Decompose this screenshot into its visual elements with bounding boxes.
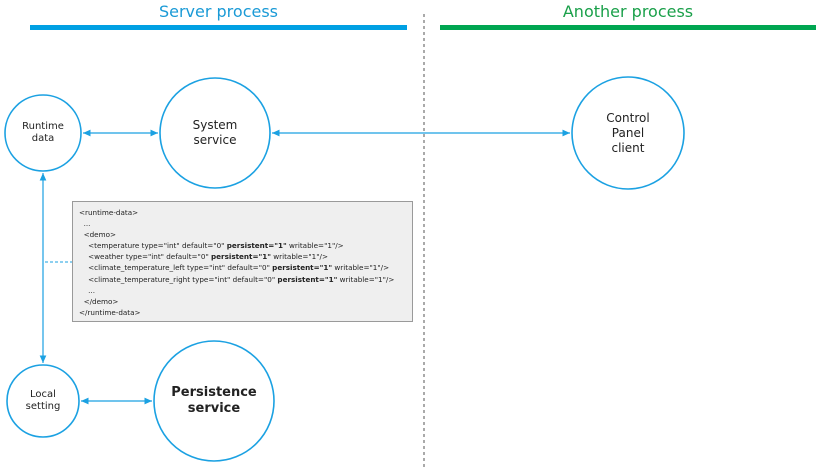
code-segment: writable="1"/> [332, 263, 390, 273]
runtime-data-label: Runtime data [22, 120, 64, 145]
server-process-title: Server process [158, 2, 279, 21]
code-line: <runtime-data> [79, 207, 406, 218]
code-segment: writable="1"/> [286, 241, 344, 251]
code-segment: <demo> [79, 230, 116, 240]
persistence-service-node [153, 340, 275, 462]
code-segment: <climate_temperature_left type="int" def… [79, 263, 273, 273]
code-segment-bold: persistent="1" [277, 274, 338, 284]
code-segment-bold: persistent="1" [272, 263, 333, 273]
code-segment-bold: persistent="1" [211, 252, 271, 262]
system-service-label: System service [192, 118, 238, 147]
runtime-data-node [4, 94, 82, 172]
persistence-service-label: Persistence service [171, 384, 257, 416]
code-line: <weather type="int" default="0" persiste… [79, 251, 406, 262]
code-segment: <temperature type="int" default="0" [79, 241, 227, 251]
code-line: </runtime-data> [79, 307, 406, 318]
code-segment: writable="1"/> [337, 274, 395, 284]
code-segment: <runtime-data> [79, 208, 139, 217]
server-process-bar [30, 25, 407, 30]
local-setting-label: Local setting [25, 388, 61, 413]
code-line: ... [79, 218, 406, 229]
system-service-node [159, 77, 271, 189]
runtime-data-xml-callout: <runtime-data> ... <demo> <temperature t… [72, 201, 413, 322]
control-panel-client-label: Control Panel client [606, 110, 650, 155]
control-panel-client-node [571, 76, 685, 190]
code-line: </demo> [79, 296, 406, 307]
local-setting-node [6, 364, 80, 438]
code-line: <climate_temperature_left type="int" def… [79, 262, 406, 273]
code-segment: <climate_temperature_right type="int" de… [79, 274, 278, 284]
code-line: <climate_temperature_right type="int" de… [79, 274, 406, 285]
code-segment: ... [79, 285, 95, 295]
code-line: ... [79, 285, 406, 296]
code-line: <demo> [79, 229, 406, 240]
another-process-bar [440, 25, 816, 30]
code-segment: writable="1"/> [271, 252, 328, 262]
code-segment: <weather type="int" default="0" [79, 252, 212, 262]
code-segment: </runtime-data> [79, 307, 141, 317]
code-line: <temperature type="int" default="0" pers… [79, 240, 406, 251]
code-segment: </demo> [79, 296, 119, 306]
another-process-title: Another process [562, 2, 694, 21]
code-segment-bold: persistent="1" [226, 241, 287, 251]
code-segment: ... [79, 219, 91, 229]
